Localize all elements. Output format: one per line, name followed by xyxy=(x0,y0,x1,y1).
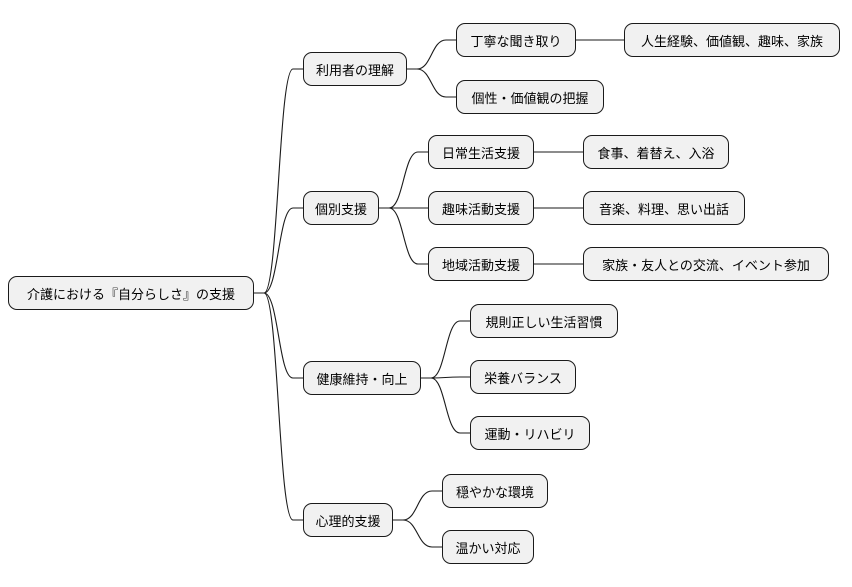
branch-node-psychological-support[interactable]: 心理的支援 xyxy=(303,503,393,537)
branch-label: 健康維持・向上 xyxy=(316,372,408,388)
branch-node-individual-support[interactable]: 個別支援 xyxy=(303,191,379,225)
leaf-node-hobby-details[interactable]: 音楽、料理、思い出話 xyxy=(583,191,745,225)
leaf-label: 地域活動支援 xyxy=(441,258,520,274)
connector-line xyxy=(254,292,303,379)
leaf-node-careful-listening[interactable]: 丁寧な聞き取り xyxy=(456,23,576,57)
leaf-label: 家族・友人との交流、イベント参加 xyxy=(602,258,810,274)
connector-line xyxy=(421,320,470,379)
branch-label: 心理的支援 xyxy=(315,514,381,530)
connector-line xyxy=(379,207,428,265)
connector-line xyxy=(379,151,428,209)
connector-line xyxy=(254,68,303,294)
leaf-label: 人生経験、価値観、趣味、家族 xyxy=(640,34,823,50)
leaf-node-calm-environment[interactable]: 穏やかな環境 xyxy=(442,474,548,508)
connector-line xyxy=(254,292,303,521)
leaf-label: 丁寧な聞き取り xyxy=(470,34,562,50)
leaf-label: 趣味活動支援 xyxy=(441,202,520,218)
leaf-node-community-details[interactable]: 家族・友人との交流、イベント参加 xyxy=(583,247,829,281)
leaf-node-regular-habits[interactable]: 規則正しい生活習慣 xyxy=(470,304,618,338)
root-label: 介護における『自分らしさ』の支援 xyxy=(26,287,235,303)
connector-line xyxy=(407,68,456,98)
leaf-label: 運動・リハビリ xyxy=(484,427,576,443)
leaf-label: 温かい対応 xyxy=(455,541,521,557)
branch-node-user-understanding[interactable]: 利用者の理解 xyxy=(303,52,407,86)
leaf-label: 日常生活支援 xyxy=(441,146,520,162)
leaf-label: 栄養バランス xyxy=(484,371,562,387)
leaf-node-hobby-support[interactable]: 趣味活動支援 xyxy=(428,191,534,225)
leaf-node-life-details[interactable]: 人生経験、価値観、趣味、家族 xyxy=(624,23,840,57)
leaf-node-nutrition-balance[interactable]: 栄養バランス xyxy=(470,360,576,394)
leaf-node-daily-life-details[interactable]: 食事、着替え、入浴 xyxy=(583,135,729,169)
leaf-node-community-support[interactable]: 地域活動支援 xyxy=(428,247,534,281)
leaf-node-daily-life-support[interactable]: 日常生活支援 xyxy=(428,135,534,169)
leaf-label: 穏やかな環境 xyxy=(455,485,534,501)
leaf-label: 規則正しい生活習慣 xyxy=(485,315,603,331)
connector-line xyxy=(421,377,470,434)
branch-node-health-maintenance[interactable]: 健康維持・向上 xyxy=(303,361,421,395)
leaf-node-exercise-rehab[interactable]: 運動・リハビリ xyxy=(470,416,590,450)
leaf-label: 音楽、料理、思い出話 xyxy=(598,202,729,218)
leaf-node-personality-values[interactable]: 個性・価値観の把握 xyxy=(456,80,604,114)
connector-line xyxy=(393,490,442,521)
connector-line xyxy=(407,39,456,70)
root-node[interactable]: 介護における『自分らしさ』の支援 xyxy=(8,276,254,310)
connector-line xyxy=(254,207,303,294)
leaf-label: 食事、着替え、入浴 xyxy=(597,146,715,162)
leaf-node-warm-response[interactable]: 温かい対応 xyxy=(442,530,534,564)
connector-line xyxy=(393,519,442,548)
leaf-label: 個性・価値観の把握 xyxy=(471,91,589,107)
branch-label: 個別支援 xyxy=(314,202,367,218)
branch-label: 利用者の理解 xyxy=(315,63,394,79)
